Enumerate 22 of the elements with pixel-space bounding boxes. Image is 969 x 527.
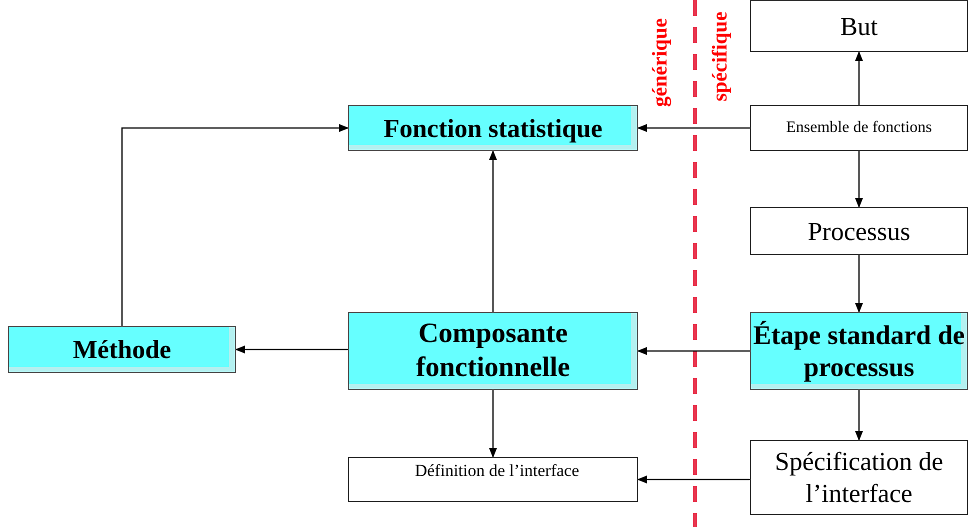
arrow (489, 150, 497, 312)
process-box: Spécification de l’interface (750, 440, 968, 515)
process-box: Ensemble de fonctions (750, 105, 968, 151)
arrow (855, 390, 863, 441)
highlighted-box: Étape standard de processus (750, 312, 968, 390)
region-label: générique (650, 17, 670, 109)
arrow (855, 255, 863, 313)
region-label: spécifique (710, 10, 730, 104)
highlighted-box: Composante fonctionnelle (348, 312, 638, 390)
arrow (637, 476, 750, 484)
arrow (637, 347, 750, 355)
arrow (489, 390, 497, 458)
arrow (855, 51, 863, 105)
arrow (235, 346, 348, 354)
arrow (121, 124, 349, 326)
process-box: But (750, 0, 968, 52)
arrow (637, 124, 750, 132)
process-box: Processus (750, 207, 968, 255)
process-box: Définition de l’interface (348, 457, 638, 502)
highlighted-box: Fonction statistique (348, 105, 638, 151)
highlighted-box: Méthode (8, 326, 236, 373)
arrow (855, 151, 863, 208)
